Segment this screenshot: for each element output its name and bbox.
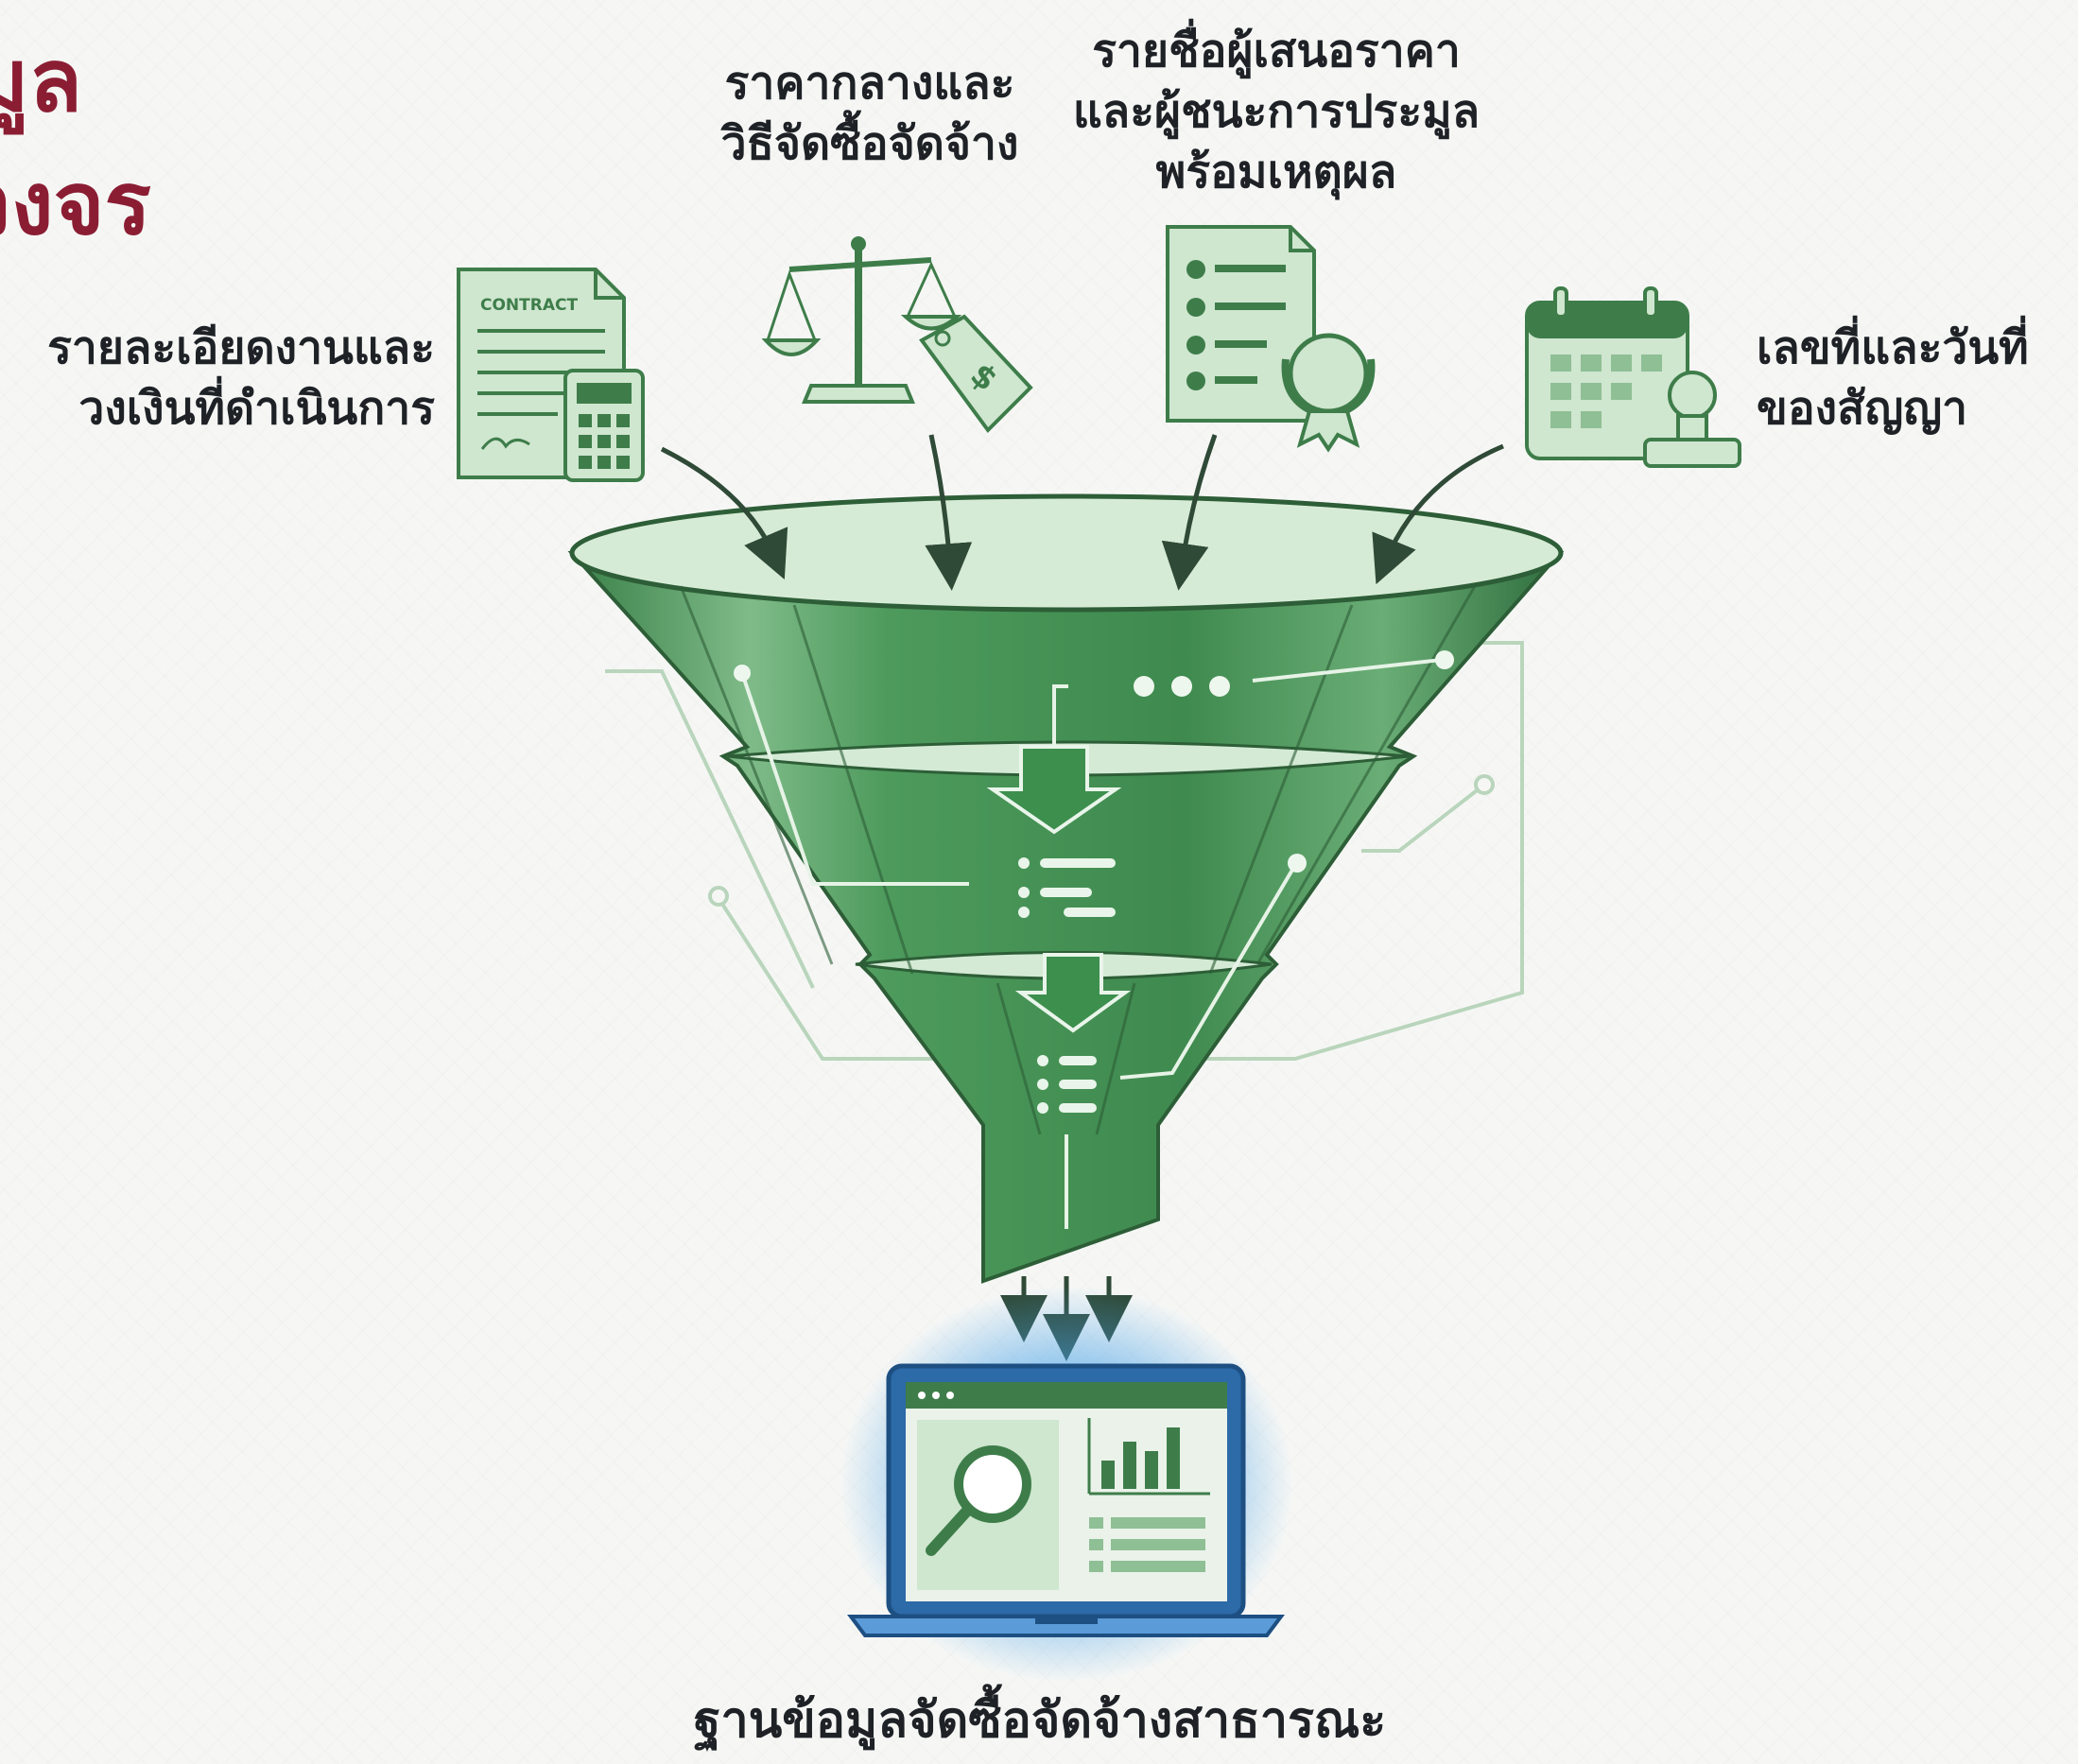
input-label-bidders-line-3: พร้อมเหตุผล <box>1155 146 1397 199</box>
flow-line-left-outer <box>605 669 815 989</box>
arrow-from-bidders <box>1161 434 1218 591</box>
list-glyph-1 <box>1018 857 1116 918</box>
page-title-line-1: มูล <box>0 30 83 131</box>
input-label-bidders-line-2: และผู้ชนะการประมูล <box>1072 85 1481 138</box>
tier-arrow-2 <box>1014 953 1132 1033</box>
contract-calculator-icon: CONTRACT <box>457 268 645 482</box>
arrow-from-scope <box>660 446 788 579</box>
document-award-icon <box>1166 225 1376 453</box>
arrow-from-contract <box>1372 443 1504 585</box>
contract-doc-text: CONTRACT <box>480 296 578 315</box>
input-label-contract: เลขที่และวันที่ ของสัญญา <box>1757 318 2078 439</box>
funnel-body <box>567 551 1565 1284</box>
input-label-contract-line-2: ของสัญญา <box>1757 382 1968 435</box>
flow-line-bottom <box>717 641 1524 1061</box>
input-label-bidders-line-1: รายชื่อผู้เสนอราคา <box>1092 25 1461 78</box>
scale-pricetag-icon: $ <box>761 236 1033 434</box>
funnel-rim <box>569 493 1564 613</box>
tier-arrow-1 <box>986 745 1122 835</box>
list-glyph-2 <box>1037 1055 1097 1114</box>
input-label-price-line-2: วิธีจัดซื้อจัดจ้าง <box>720 117 1019 170</box>
laptop-dashboard-icon <box>840 1286 1293 1683</box>
flow-node-right <box>1474 774 1495 795</box>
input-label-bidders: รายชื่อผู้เสนอราคา และผู้ชนะการประมูล พร… <box>1054 21 1498 202</box>
arrow-from-price <box>925 434 973 591</box>
page-title-line-2: วงจร <box>0 153 151 254</box>
output-label-database: ฐานข้อมูลจัดซื้อจัดจ้างสาธารณะ <box>693 1692 1387 1749</box>
funnel-inner-flows <box>740 658 1443 1229</box>
input-arrows <box>660 434 1504 591</box>
input-label-price-line-1: ราคากลางและ <box>724 57 1015 110</box>
side-flow-lines <box>605 641 1524 1061</box>
flow-line-right <box>1361 783 1486 853</box>
funnel <box>567 493 1565 1284</box>
input-label-scope-line-1: รายละเอียดงานและ <box>47 321 435 374</box>
funnel-inner-dots <box>734 650 1454 873</box>
input-label-scope: รายละเอียดงานและ วงเงินที่ดำเนินการ <box>19 318 435 439</box>
input-label-scope-line-2: วงเงินที่ดำเนินการ <box>78 382 435 435</box>
input-label-price: ราคากลางและ วิธีจัดซื้อจัดจ้าง <box>704 53 1035 174</box>
flow-node-left <box>708 886 729 907</box>
input-label-contract-line-1: เลขที่และวันที่ <box>1757 321 2029 374</box>
calendar-stamp-icon <box>1525 286 1741 468</box>
funnel-facets <box>679 585 1477 1135</box>
